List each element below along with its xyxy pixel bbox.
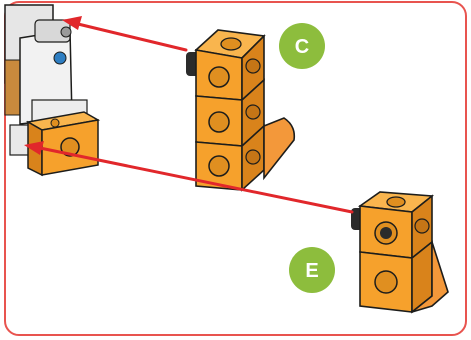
attached-orange-cube	[25, 111, 101, 177]
robot-blue-peg	[53, 51, 67, 65]
badge-e: E	[289, 247, 335, 293]
badge-c: C	[279, 23, 325, 69]
red-arrow-left-icon	[24, 141, 354, 214]
orange-part-c	[186, 29, 296, 192]
badge-c-label: C	[295, 36, 309, 58]
badge-e-label: E	[305, 260, 318, 282]
red-arrow-left-icon	[62, 16, 188, 52]
orange-part-e	[351, 191, 449, 314]
